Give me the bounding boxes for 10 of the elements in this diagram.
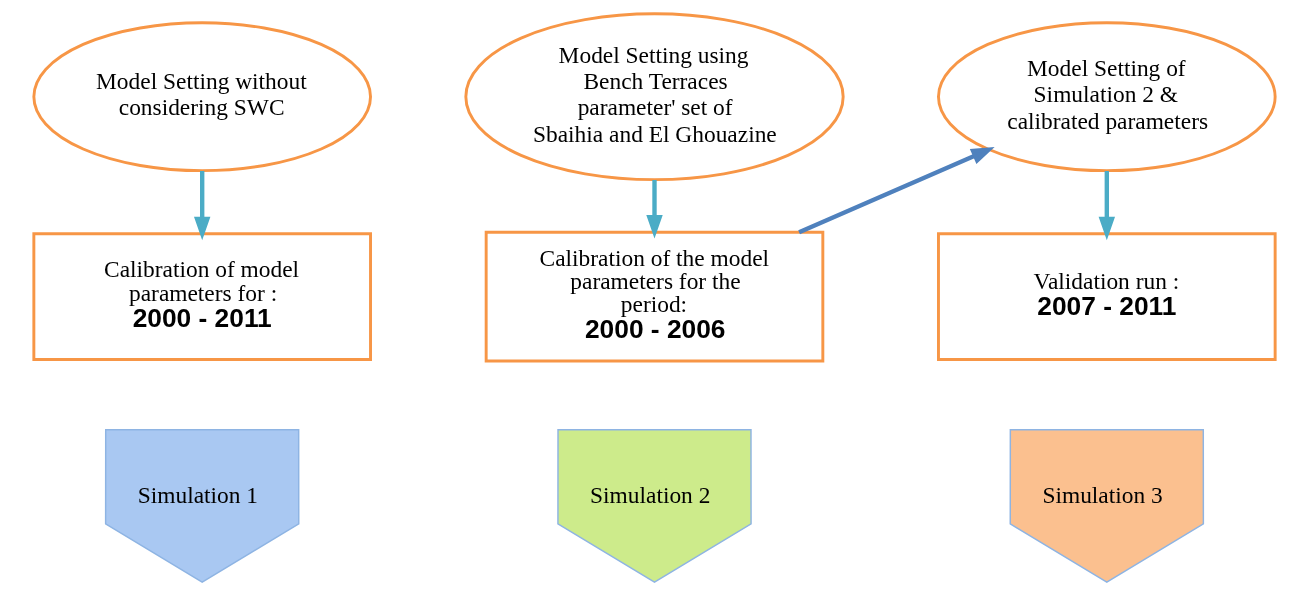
node-box: Calibration of model parameters for : 2000 - 2011 <box>32 232 372 362</box>
arrow <box>646 180 663 239</box>
arrow <box>1098 171 1116 241</box>
arrow <box>193 171 211 241</box>
node-ellipse: Model Setting using Bench Terraces parameter' set of Sbaihia and El Ghouazine <box>464 12 845 182</box>
node-box: Calibration of the model parameters for the period: 2000 - 2006 <box>484 230 825 363</box>
node-ellipse: Model Setting without considering SWC <box>32 21 372 173</box>
node-box: Validation run : 2007 - 2011 <box>937 232 1277 362</box>
node-ellipse: Model Setting of Simulation 2 & calibrated parameters <box>937 21 1277 173</box>
arrow <box>798 147 995 235</box>
